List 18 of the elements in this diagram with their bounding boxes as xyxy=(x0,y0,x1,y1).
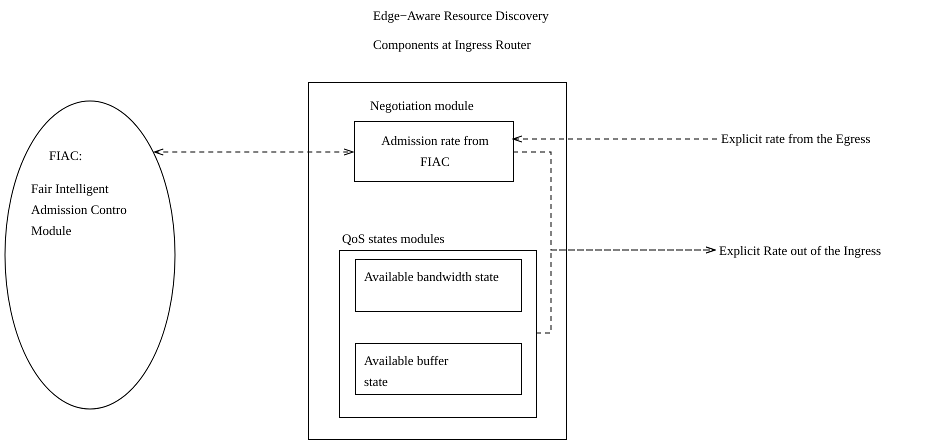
dashed-arrow xyxy=(536,246,716,334)
dashed-arrow xyxy=(154,148,354,156)
module-heading: QoS states modules xyxy=(342,230,445,248)
box-heading: Components at Ingress Router xyxy=(373,36,531,54)
node-title: FIAC: xyxy=(49,147,82,165)
module-heading: Negotiation module xyxy=(370,97,474,115)
box-text: Available buffer state xyxy=(364,352,450,391)
node-text: Fair Intelligent Admission Contro Module xyxy=(31,180,128,240)
process-box xyxy=(355,343,522,395)
module-ellipse xyxy=(4,100,176,410)
dashed-arrow xyxy=(512,152,716,254)
dashed-arrow xyxy=(512,136,718,142)
box-text: Available bandwidth state xyxy=(364,268,499,286)
box-heading: Edge−Aware Resource Discovery xyxy=(373,7,549,25)
endpoint-label: Explicit rate from the Egress xyxy=(717,130,927,148)
box-text: Admission rate from FIAC xyxy=(380,132,490,171)
process-box xyxy=(355,259,522,312)
endpoint-label: Explicit Rate out of the Ingress xyxy=(715,242,935,260)
